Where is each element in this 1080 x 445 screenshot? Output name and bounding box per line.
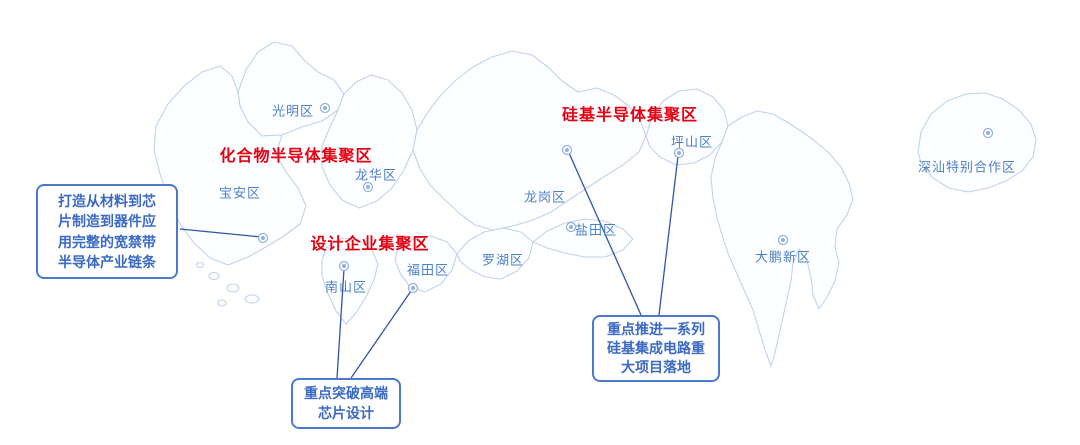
location-marker-shenshan xyxy=(982,127,994,139)
district-label-longgang: 龙岗区 xyxy=(523,189,567,205)
location-marker-guangming xyxy=(319,102,331,114)
district-shape-nanshan xyxy=(321,237,379,325)
location-marker-baoan xyxy=(257,232,269,244)
district-label-luohu: 罗湖区 xyxy=(481,252,525,268)
district-shape-baoan xyxy=(153,65,307,266)
district-shape-luohu xyxy=(456,227,534,280)
district-label-pingshan: 坪山区 xyxy=(670,134,714,150)
district-label-dapeng: 大鹏新区 xyxy=(754,249,812,265)
location-marker-nanshan xyxy=(338,260,350,272)
district-shape-longgang xyxy=(412,50,647,231)
connector-line xyxy=(350,290,412,379)
location-marker-dapeng xyxy=(777,234,789,246)
location-marker-longgang xyxy=(561,144,573,156)
callout-wide-bandgap-chain: 打造从材料到芯片制造到器件应用完整的宽禁带半导体产业链条 xyxy=(36,184,178,280)
location-marker-yantian xyxy=(565,221,577,233)
location-marker-longhua xyxy=(362,181,374,193)
district-label-longhua: 龙华区 xyxy=(354,167,398,183)
district-shape-yantian xyxy=(532,218,634,258)
district-label-shenshan: 深汕特别合作区 xyxy=(917,159,1017,175)
callout-chip-design: 重点突破高端芯片设计 xyxy=(291,378,401,429)
district-label-guangming: 光明区 xyxy=(271,103,315,119)
connector-line xyxy=(179,228,262,238)
district-label-yantian: 盐田区 xyxy=(574,222,618,238)
district-label-futian: 福田区 xyxy=(406,262,450,278)
cluster-label-compound-semiconductor: 化合物半导体集聚区 xyxy=(219,148,373,165)
location-marker-pingshan xyxy=(673,147,685,159)
connector-line xyxy=(658,155,679,316)
connector-line xyxy=(568,152,642,316)
connector-lines xyxy=(179,152,679,379)
district-label-nanshan: 南山区 xyxy=(324,279,368,295)
district-shape-futian xyxy=(394,235,458,293)
coastal-islands xyxy=(195,261,260,307)
district-shape-guangming xyxy=(237,41,345,137)
cluster-label-silicon-semiconductor: 硅基半导体集聚区 xyxy=(561,107,699,124)
cluster-label-design-enterprise: 设计企业集聚区 xyxy=(310,236,430,253)
location-markers xyxy=(257,102,994,294)
connector-line xyxy=(336,268,345,379)
district-shape-longhua xyxy=(321,74,418,209)
district-shape-shenshan xyxy=(917,92,1037,193)
callout-silicon-projects: 重点推进一系列硅基集成电路重大项目落地 xyxy=(592,315,720,382)
district-label-baoan: 宝安区 xyxy=(218,185,262,201)
location-marker-futian xyxy=(407,282,419,294)
